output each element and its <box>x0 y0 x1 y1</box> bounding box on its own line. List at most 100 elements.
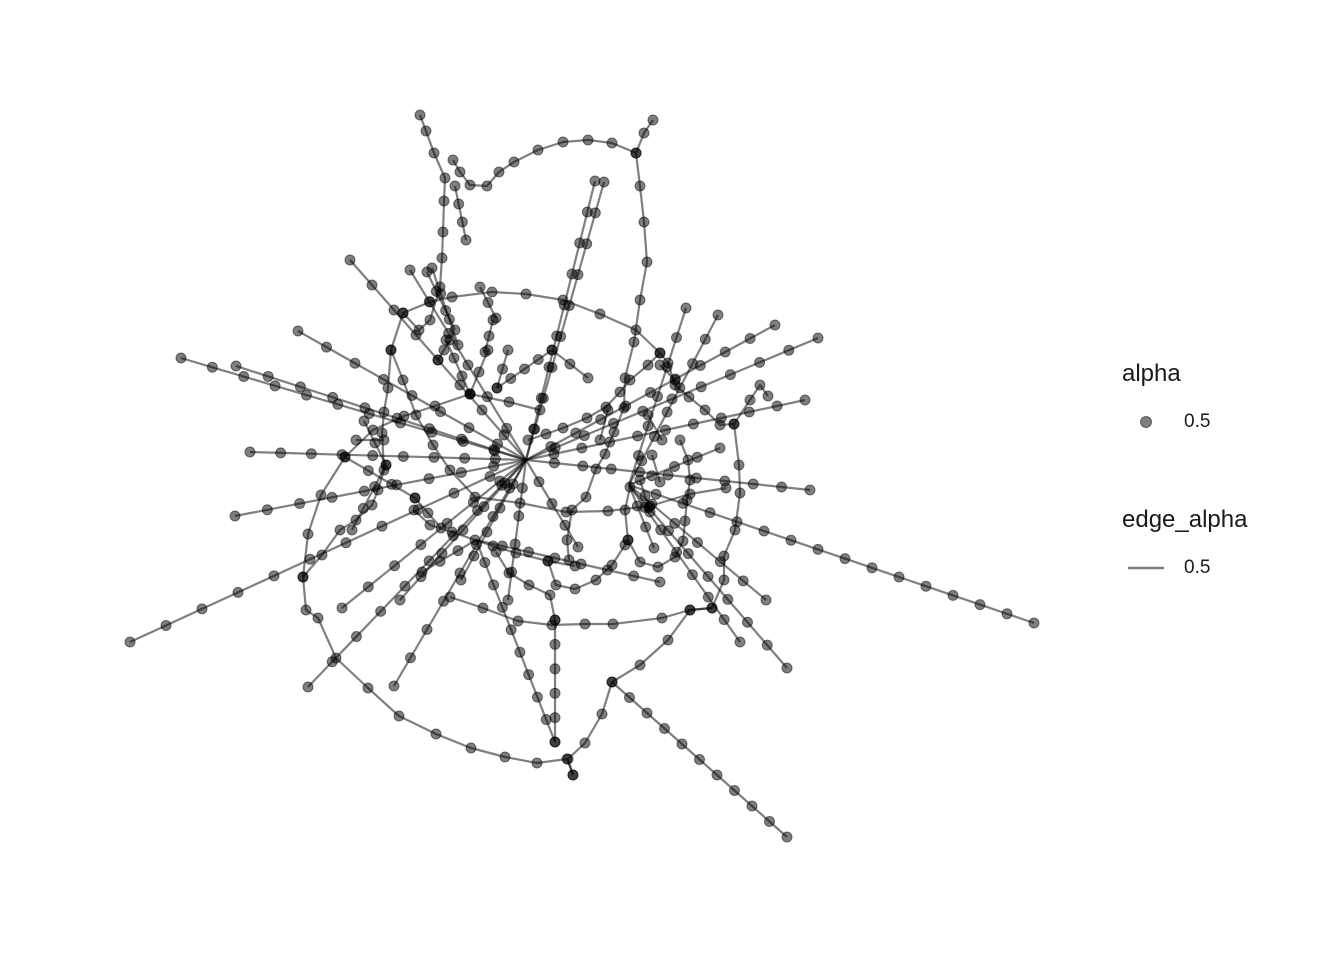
node <box>488 460 500 472</box>
node <box>620 400 632 412</box>
node <box>762 390 774 402</box>
node <box>435 406 446 418</box>
node <box>646 470 658 482</box>
node <box>493 166 505 178</box>
node <box>669 461 680 472</box>
node <box>731 516 743 528</box>
node <box>662 634 674 646</box>
node <box>564 358 576 370</box>
node <box>646 449 658 461</box>
node <box>346 524 358 536</box>
node <box>350 434 362 446</box>
node <box>453 198 465 210</box>
node <box>680 302 692 314</box>
node <box>634 474 646 486</box>
node <box>275 447 287 459</box>
node <box>449 180 461 192</box>
node <box>604 436 616 448</box>
node <box>428 451 440 463</box>
node <box>669 517 681 529</box>
node <box>683 391 695 403</box>
node <box>523 546 535 558</box>
node <box>674 434 686 446</box>
node <box>656 434 668 446</box>
node <box>576 442 588 454</box>
node <box>559 519 571 531</box>
node <box>449 324 461 336</box>
node <box>414 109 426 121</box>
legend-alpha-title: alpha <box>1122 360 1181 387</box>
node <box>549 687 561 699</box>
node <box>473 366 485 378</box>
node <box>920 580 932 592</box>
node <box>479 556 491 568</box>
node <box>634 294 646 306</box>
node <box>581 238 593 250</box>
node <box>507 478 519 490</box>
node <box>244 446 256 458</box>
node <box>405 652 416 664</box>
node <box>463 422 475 434</box>
node <box>641 707 653 719</box>
node <box>510 547 522 559</box>
node <box>305 448 317 460</box>
node <box>415 539 427 551</box>
node <box>605 463 617 475</box>
node <box>734 636 746 648</box>
legend-edge-alpha-title: edge_alpha <box>1122 506 1248 533</box>
node <box>758 525 770 537</box>
node <box>357 502 369 514</box>
node <box>781 662 793 674</box>
node <box>448 487 460 499</box>
node <box>477 602 489 614</box>
node <box>601 564 613 576</box>
node <box>175 352 187 364</box>
node <box>579 737 591 749</box>
node <box>608 417 620 429</box>
node <box>550 579 562 591</box>
node <box>478 501 490 513</box>
node <box>230 360 242 372</box>
edge <box>129 459 527 643</box>
node <box>238 371 250 383</box>
node <box>555 330 567 342</box>
node <box>446 291 458 303</box>
node <box>375 605 387 617</box>
node <box>350 514 362 526</box>
node <box>424 519 436 531</box>
node <box>409 492 421 504</box>
node <box>316 549 328 561</box>
node <box>686 569 698 581</box>
node <box>624 692 635 703</box>
node <box>691 451 703 463</box>
node <box>628 570 640 582</box>
node <box>428 147 440 159</box>
node <box>476 404 488 416</box>
node <box>447 154 459 166</box>
node <box>292 325 304 337</box>
node <box>549 663 561 675</box>
node <box>783 344 795 356</box>
node <box>523 579 535 591</box>
node <box>534 404 546 416</box>
node-layer <box>124 109 1040 843</box>
node <box>754 379 766 391</box>
node <box>1028 617 1040 629</box>
legend-edge-alpha: edge_alpha 0.5 <box>1122 506 1247 586</box>
node <box>514 497 526 509</box>
node <box>722 593 734 605</box>
node <box>602 404 614 416</box>
node <box>340 537 352 549</box>
node <box>481 180 493 192</box>
node <box>399 580 411 592</box>
node <box>300 604 312 616</box>
node <box>776 481 788 493</box>
node <box>326 656 338 668</box>
node <box>546 361 558 373</box>
node <box>546 498 558 509</box>
node <box>622 534 634 546</box>
node <box>638 216 650 228</box>
node <box>435 288 447 300</box>
node <box>416 566 428 578</box>
node <box>206 361 218 373</box>
